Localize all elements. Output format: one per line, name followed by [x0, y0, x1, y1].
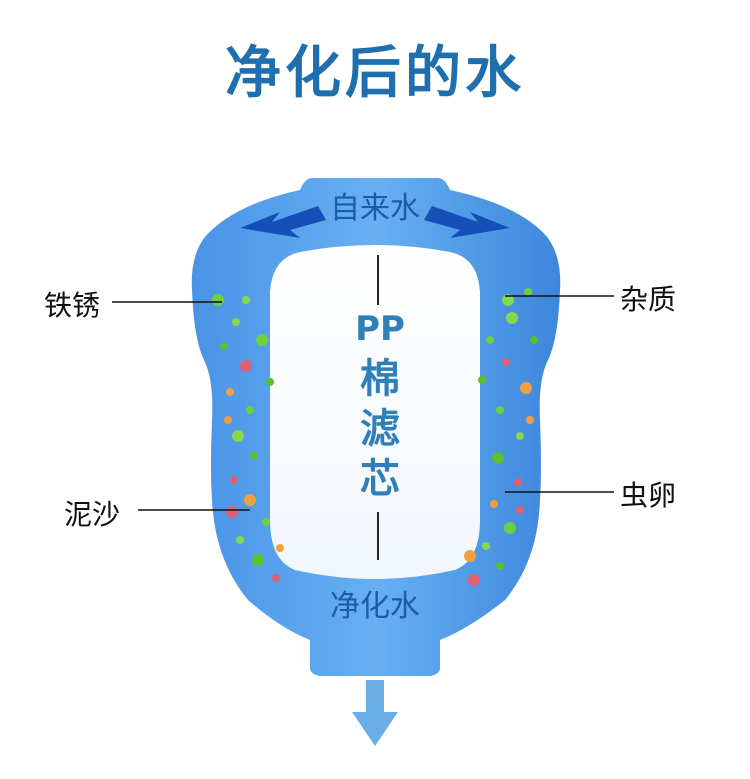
impurity-particle [256, 334, 268, 346]
impurity-particle [492, 452, 504, 464]
callout-eggs: 虫卵 [620, 479, 677, 512]
impurity-particle [276, 544, 284, 552]
impurity-particle [502, 294, 514, 306]
filter-label-char-1: 棉 [360, 356, 400, 402]
impurity-particle [464, 550, 476, 562]
impurity-particle [496, 406, 504, 414]
callout-rust: 铁锈 [44, 289, 101, 322]
filter-label-char-2: 滤 [360, 406, 400, 452]
impurity-particle [252, 554, 264, 566]
impurity-particle [240, 360, 252, 372]
impurity-particle [272, 574, 280, 582]
filter-label-pp: PP [355, 309, 405, 349]
impurity-particle [244, 494, 256, 506]
impurity-particle [242, 296, 250, 304]
impurity-particle [262, 518, 270, 526]
impurity-particle [504, 522, 516, 534]
impurity-particle [232, 318, 240, 326]
impurity-particle [506, 312, 518, 324]
impurity-particle [220, 342, 228, 350]
inflow-arrow-right [424, 206, 510, 238]
impurity-particle [486, 336, 494, 344]
callout-impurities: 杂质 [620, 283, 677, 316]
filter-label-char-3: 芯 [360, 456, 400, 502]
impurity-particle [250, 452, 258, 460]
impurity-particles [212, 288, 538, 586]
impurity-particle [514, 478, 522, 486]
impurity-particle [502, 358, 510, 366]
impurity-particle [516, 506, 524, 514]
impurity-particle [266, 378, 274, 386]
impurity-particle [496, 562, 504, 570]
impurity-particle [530, 336, 538, 344]
impurity-particle [526, 416, 534, 424]
outflow-label: 净化水 [330, 589, 420, 624]
inflow-arrow-left [240, 206, 326, 238]
impurity-particle [524, 288, 532, 296]
impurity-particle [468, 574, 480, 586]
impurity-particle [226, 506, 238, 518]
impurity-particle [516, 432, 524, 440]
impurity-particle [226, 388, 234, 396]
impurity-particle [236, 536, 244, 544]
filter-core [270, 245, 480, 579]
impurity-particle [482, 542, 490, 550]
impurity-particle [232, 430, 244, 442]
callout-sediment: 泥沙 [64, 498, 121, 531]
impurity-particle [520, 382, 532, 394]
outflow-arrow [352, 680, 398, 746]
impurity-particle [230, 476, 238, 484]
page-title: 净化后的水 [225, 41, 525, 106]
impurity-particle [246, 406, 254, 414]
impurity-particle [478, 376, 486, 384]
impurity-particle [490, 500, 498, 508]
inflow-label: 自来水 [330, 191, 420, 226]
impurity-particle [224, 416, 232, 424]
impurity-particle [212, 294, 224, 306]
